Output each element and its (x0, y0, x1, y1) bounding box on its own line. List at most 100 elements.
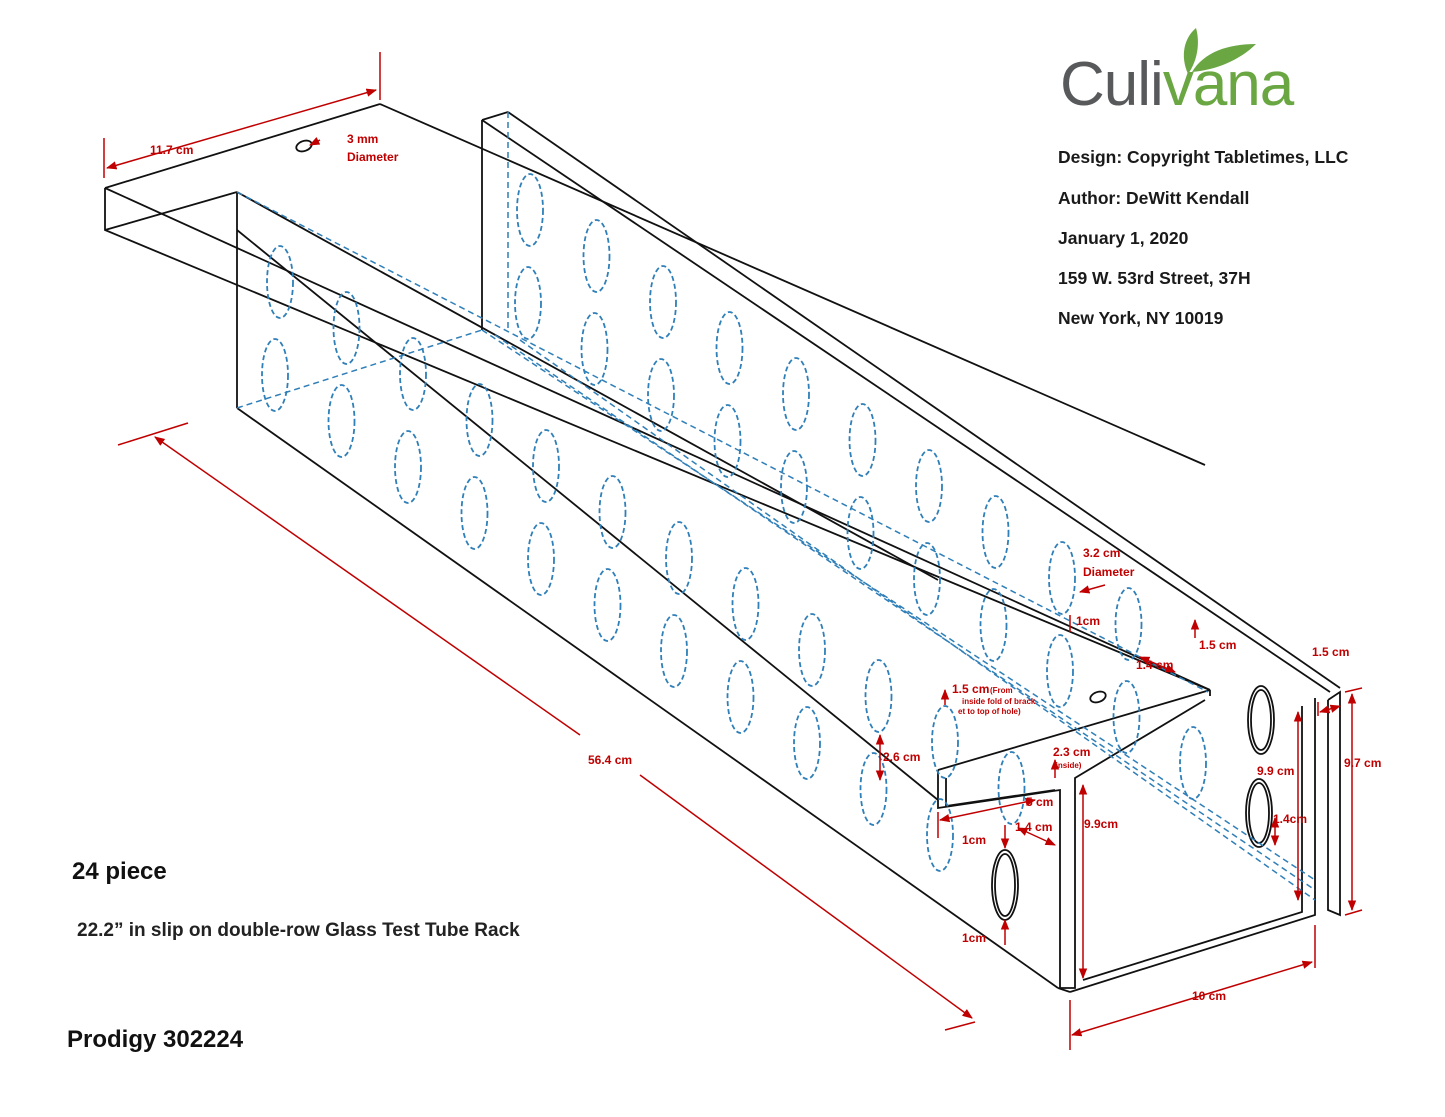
dimension-lines (103, 52, 1363, 1050)
tube-hole (514, 266, 542, 340)
dim-inside-2-3: 2.3 cm (1053, 745, 1090, 759)
dim-side-1-5: 1.5 cm (1312, 645, 1349, 659)
tube-hole (864, 659, 893, 733)
dim-tube-hole: 3.2 cm (1083, 546, 1120, 560)
info-city: New York, NY 10019 (1058, 308, 1224, 328)
dim-small-hole-sub: Diameter (347, 150, 399, 164)
dim-base-10: 10 cm (1192, 989, 1226, 1003)
tube-hole (332, 291, 361, 365)
piece-count: 24 piece (72, 858, 167, 885)
brand-wordmark: Culivana (1060, 50, 1294, 120)
dim-spacing-1cm-c: 1cm (962, 931, 986, 945)
tube-hole (465, 383, 494, 457)
tube-hole (726, 660, 755, 734)
tube-hole (665, 521, 693, 595)
tube-hole (859, 752, 888, 826)
tube-hole (715, 311, 744, 385)
tube-hole (580, 312, 609, 386)
tube-hole (1048, 541, 1076, 615)
tube-holes (261, 173, 1207, 872)
tube-hole (261, 338, 289, 412)
dim-bracket-note-3: et to top of hole) (958, 707, 1021, 716)
info-copyright: Design: Copyright Tabletimes, LLC (1058, 147, 1349, 167)
tube-hole (981, 495, 1010, 569)
front-wall-top (236, 191, 939, 581)
dim-depth-2-6: 2.6 cm (883, 750, 920, 764)
tube-hole (979, 588, 1008, 662)
tube-hole (327, 384, 356, 458)
dim-height-9-7: 9.7 cm (1344, 756, 1381, 770)
culivana-logo: Culivana (1060, 28, 1320, 120)
tube-hole (931, 705, 959, 779)
side-plate (1327, 690, 1341, 917)
tube-hole (793, 706, 821, 780)
brand-part1: Culi (1060, 50, 1164, 119)
dim-top-width: 11.7 cm (150, 143, 193, 157)
info-date: January 1, 2020 (1058, 228, 1189, 248)
rack-outline (104, 103, 1341, 993)
tube-hole (460, 476, 489, 550)
front-wall-bottom (236, 407, 1059, 989)
dim-tube-hole-sub: Diameter (1083, 565, 1135, 579)
tube-hole (713, 404, 742, 478)
tube-hole (1112, 680, 1141, 754)
dim-gap-1-5-a: 1.5 cm (1199, 638, 1236, 652)
tube-hole (848, 403, 877, 477)
info-author: Author: DeWitt Kendall (1058, 188, 1250, 208)
tube-hole (846, 496, 875, 570)
dim-gap-1-4-c: 1.4cm (1273, 812, 1307, 826)
mounting-hole-top (295, 139, 313, 153)
leaf-icon (1183, 28, 1256, 74)
hidden-lines (236, 112, 1316, 901)
tube-hole (997, 751, 1026, 825)
tube-hole (394, 430, 422, 504)
tube-hole (649, 265, 677, 339)
tube-hole (598, 475, 627, 549)
dim-bracket-1-5: 1.5 cm (952, 682, 989, 696)
tube-hole (1114, 587, 1143, 661)
tube-hole (266, 245, 294, 319)
tube-hole (1046, 634, 1074, 708)
tube-hole (399, 337, 427, 411)
tube-hole (660, 614, 688, 688)
tube-hole (782, 357, 810, 431)
product-description: 22.2” in slip on double-row Glass Test T… (77, 920, 520, 941)
tube-hole (582, 219, 611, 293)
tube-hole (926, 798, 954, 872)
tube-hole (1179, 726, 1207, 800)
end-hole (1247, 685, 1275, 755)
dim-spacing-1cm-b: 1cm (962, 833, 986, 847)
end-hole (1245, 778, 1273, 848)
dim-spacing-1cm-a: 1cm (1076, 614, 1100, 628)
top-plate-front-edge (104, 103, 381, 189)
tube-hole (532, 429, 560, 503)
tube-hole (780, 450, 808, 524)
tube-hole (593, 568, 622, 642)
top-plate-back-edge (379, 103, 1206, 466)
dim-width-5: 5 cm (1026, 795, 1053, 809)
dim-gap-1-4-b: 1.4 cm (1015, 820, 1052, 834)
dim-bracket-note-1: (From (990, 686, 1013, 695)
u-channel (1069, 698, 1316, 993)
back-plate-top (481, 119, 1331, 693)
dim-gap-1-4-a: 1.4 cm (1136, 658, 1173, 672)
dim-inside-note: (inside) (1053, 761, 1082, 770)
dimension-labels: 11.7 cm 3 mm Diameter 56.4 cm 3.2 cm Dia… (150, 132, 1381, 1003)
tube-hole (516, 173, 544, 247)
tube-hole (915, 449, 943, 523)
tube-hole (647, 358, 675, 432)
dim-height-9-9-b: 9.9 cm (1257, 764, 1294, 778)
dim-height-9-9-a: 9.9cm (1084, 817, 1118, 831)
dim-bracket-note-2: inside fold of brack (962, 697, 1036, 706)
dim-small-hole: 3 mm (347, 132, 378, 146)
tube-hole (913, 542, 941, 616)
tube-hole (527, 522, 555, 596)
info-address: 159 W. 53rd Street, 37H (1058, 268, 1251, 288)
model-number: Prodigy 302224 (67, 1026, 244, 1053)
brand-part2: vana (1162, 50, 1294, 119)
tube-hole (798, 613, 826, 687)
tube-hole (731, 567, 760, 641)
dim-length: 56.4 cm (588, 753, 632, 767)
mounting-hole-bottom (1089, 690, 1107, 704)
